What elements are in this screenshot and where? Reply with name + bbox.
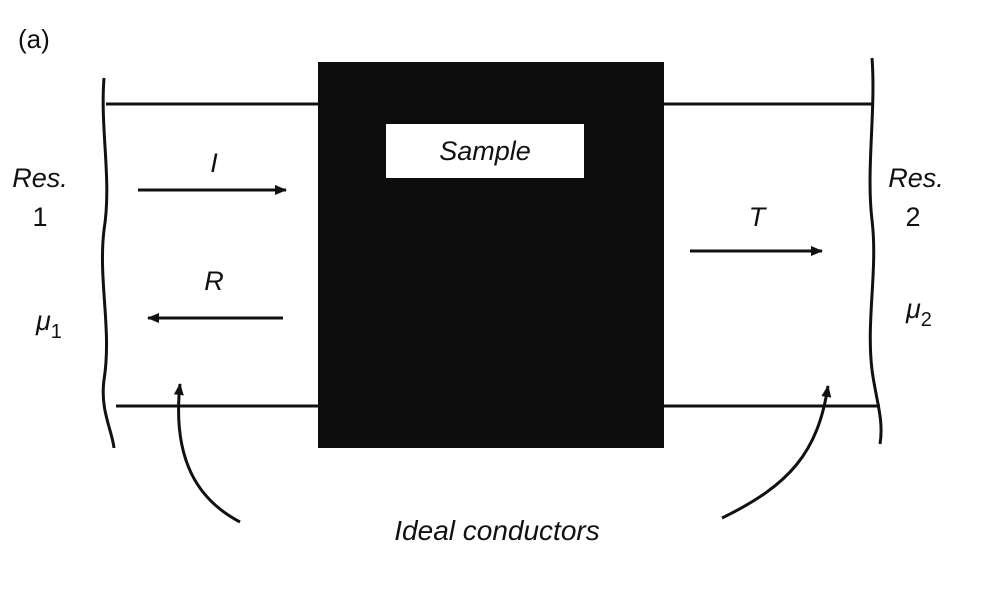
- ideal-conductors-caption: Ideal conductors: [394, 515, 599, 546]
- reservoir-1-name: Res.: [12, 163, 68, 193]
- transmitted-label: T: [749, 202, 768, 232]
- reflected-label: R: [204, 266, 224, 296]
- incident-label: I: [210, 148, 218, 178]
- reservoir-2-number: 2: [905, 202, 920, 232]
- sample-label-box: [386, 124, 584, 178]
- potential-2-symbol: μ: [905, 294, 921, 324]
- potential-1-label: μ1: [35, 306, 62, 343]
- reservoir-1-number: 1: [32, 202, 47, 232]
- potential-2-label: μ2: [905, 294, 932, 331]
- sample-label: Sample: [439, 136, 531, 166]
- potential-2-subscript: 2: [921, 309, 932, 331]
- reservoir-2-boundary: [868, 57, 883, 445]
- pointer-arrow-left: [173, 383, 241, 524]
- pointer-arrow-right: [721, 385, 832, 520]
- potential-1-subscript: 1: [51, 321, 62, 343]
- potential-1-symbol: μ: [35, 306, 51, 336]
- panel-label: (a): [18, 24, 50, 54]
- reservoir-2-name: Res.: [888, 163, 944, 193]
- reservoir-1-boundary: [100, 77, 116, 449]
- sample-block: [318, 62, 664, 448]
